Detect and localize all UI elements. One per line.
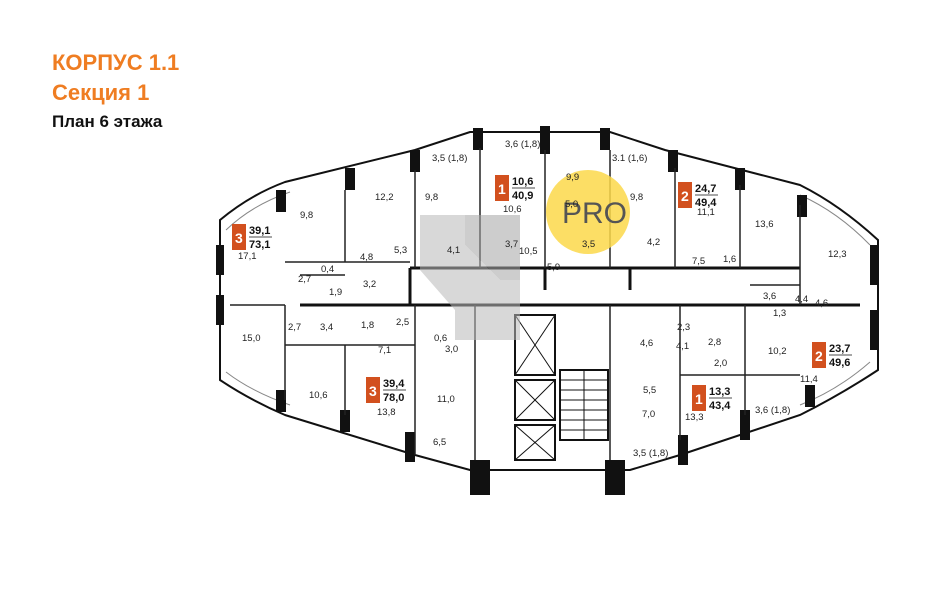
room-area-label: 5,3	[394, 245, 407, 256]
room-area-label: 2,3	[677, 322, 690, 333]
room-count-box	[232, 224, 246, 250]
room-area-label: 11,1	[697, 207, 715, 218]
apartment-badge[interactable]: 3 39,4 78,0	[366, 377, 406, 404]
room-labels: 3,5 (1,8) 3,6 (1,8) 3.1 (1,6) 9,9 12,2 9,8 9,8…	[238, 139, 847, 459]
room-area-label: 2,7	[288, 322, 301, 333]
room-count: 3	[235, 230, 243, 246]
room-area-label: 6,5	[433, 437, 446, 448]
room-area-label: 3,6 (1,8)	[755, 405, 790, 416]
room-area-label: 4,6	[640, 338, 653, 349]
total-area: 49,4	[695, 197, 717, 209]
room-area-label: 4,1	[676, 341, 689, 352]
apartment-badge[interactable]: 1 10,6 40,9	[495, 175, 535, 202]
room-area-label: 7,5	[692, 256, 705, 267]
room-area-label: 2,8	[708, 337, 721, 348]
room-area-label: 0,4	[321, 264, 334, 275]
room-area-label: 9,8	[425, 192, 438, 203]
room-area-label: 1,6	[723, 254, 736, 265]
room-count-box	[366, 377, 380, 403]
room-count: 2	[681, 188, 689, 204]
room-area-label: 3,6	[763, 291, 776, 302]
total-area: 78,0	[383, 392, 404, 404]
pro-watermark-circle	[546, 170, 630, 254]
room-area-label: 17,1	[238, 251, 257, 262]
living-area: 39,4	[383, 378, 405, 390]
room-area-label: 4,4	[795, 294, 808, 305]
room-count-box	[692, 385, 706, 411]
living-area: 10,6	[512, 176, 533, 188]
apartment-badge[interactable]: 2 24,7 49,4	[678, 182, 718, 209]
room-count-box	[678, 182, 692, 208]
elevator-core	[514, 314, 609, 461]
room-area-label: 3,0	[445, 344, 458, 355]
building-title: КОРПУС 1.1	[52, 50, 180, 75]
living-area: 24,7	[695, 183, 716, 195]
floor-plan-title: План 6 этажа	[52, 112, 163, 131]
room-area-label: 2,5	[396, 317, 409, 328]
room-area-label: 10,6	[309, 390, 328, 401]
room-count: 2	[815, 348, 823, 364]
room-count: 3	[369, 383, 377, 399]
room-area-label: 3,2	[363, 279, 376, 290]
room-area-label: 4,6	[815, 298, 828, 309]
room-area-label: 3,7	[505, 239, 518, 250]
room-area-label: 0,6	[434, 333, 447, 344]
room-area-label: 9,8	[300, 210, 313, 221]
room-area-label: 3.1 (1,6)	[612, 153, 647, 164]
room-area-label: 11,4	[800, 374, 818, 385]
total-area: 49,6	[829, 357, 850, 369]
room-area-label: 1,9	[329, 287, 342, 298]
living-area: 39,1	[249, 225, 270, 237]
wall-posts	[216, 126, 878, 495]
total-area: 73,1	[249, 239, 270, 251]
room-area-label: 1,8	[361, 320, 374, 331]
room-area-label: 4,1	[447, 245, 460, 256]
living-area: 13,3	[709, 386, 730, 398]
total-area: 43,4	[709, 400, 731, 412]
room-count: 1	[498, 181, 506, 197]
pro-watermark-text: PRO	[562, 197, 627, 230]
room-area-label: 3,5	[582, 239, 595, 250]
room-area-label: 12,3	[828, 249, 847, 260]
room-area-label: 1,3	[773, 308, 786, 319]
room-area-label: 13,8	[377, 407, 396, 418]
living-area: 23,7	[829, 343, 850, 355]
room-area-label: 13,6	[755, 219, 774, 230]
room-area-label: 13,3	[685, 412, 704, 423]
room-area-label: 2,0	[714, 358, 727, 369]
room-area-label: 4,8	[360, 252, 373, 263]
watermark-logo	[420, 215, 520, 340]
room-area-label: 4,2	[647, 237, 660, 248]
room-count-box	[495, 175, 509, 201]
room-area-label: 10,6	[503, 204, 522, 215]
room-area-label: 3,5 (1,8)	[633, 448, 668, 459]
room-area-label: 10,2	[768, 346, 787, 357]
room-count-box	[812, 342, 826, 368]
room-count: 1	[695, 391, 703, 407]
room-area-label: 2,7	[298, 274, 311, 285]
interior-walls	[230, 148, 801, 460]
total-area: 40,9	[512, 190, 533, 202]
room-area-label: 12,2	[375, 192, 394, 203]
room-area-label: 7,1	[378, 345, 391, 356]
room-area-label: 3,5 (1,8)	[432, 153, 467, 164]
room-area-label: 9,9	[566, 172, 579, 183]
room-area-label: 3,6 (1,8)	[505, 139, 540, 150]
room-area-label: 7,0	[642, 409, 655, 420]
room-area-label: 10,5	[519, 246, 538, 257]
room-area-label: 15,0	[242, 333, 261, 344]
room-area-label: 5,0	[565, 199, 578, 210]
apartment-badge[interactable]: 3 39,1 73,1	[232, 224, 272, 251]
section-title: Секция 1	[52, 80, 150, 105]
apartment-badge[interactable]: 1 13,3 43,4	[692, 385, 732, 412]
room-area-label: 5,9	[547, 262, 560, 273]
room-area-label: 3,4	[320, 322, 333, 333]
apartment-badge[interactable]: 2 23,7 49,6	[812, 342, 852, 369]
room-area-label: 5,5	[643, 385, 656, 396]
room-area-label: 9,8	[630, 192, 643, 203]
room-area-label: 11,0	[437, 394, 455, 405]
